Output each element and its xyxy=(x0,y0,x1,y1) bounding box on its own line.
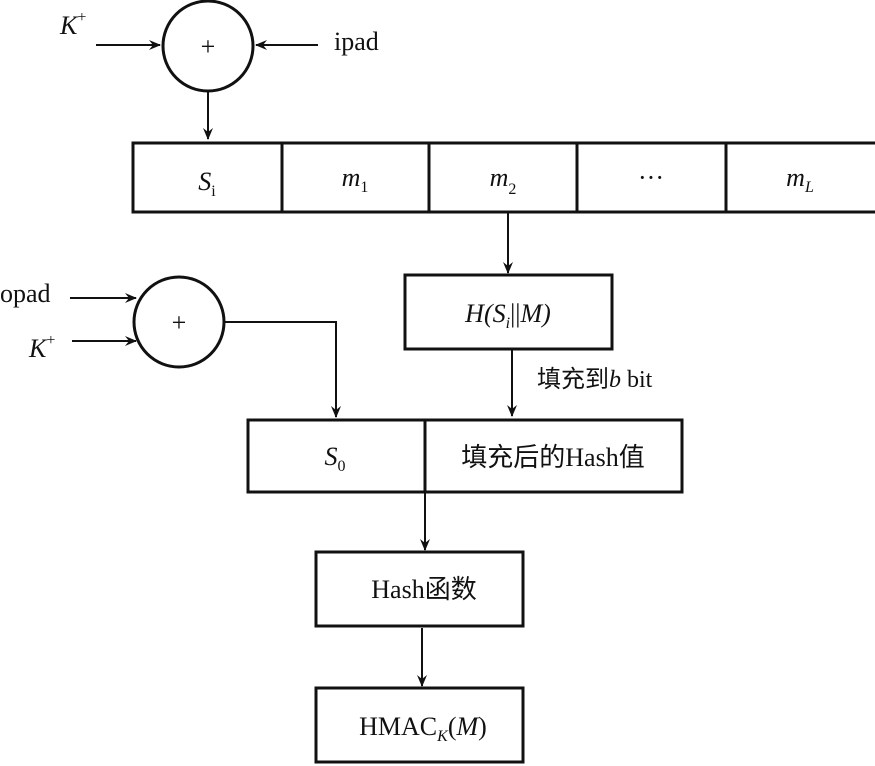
message-row: Si m1 m2 ··· mL xyxy=(131,141,875,214)
padding-label: 填充到b bit xyxy=(537,366,653,393)
inner-xor-symbol: + xyxy=(201,32,216,61)
output-frame xyxy=(314,686,525,764)
inner-hash-frame xyxy=(403,273,614,351)
inner-xor-node: + xyxy=(161,0,255,93)
outer-xor-output-arrow xyxy=(225,321,341,418)
outer-xor-circle xyxy=(132,275,226,369)
hash-function-label: Hash函数 xyxy=(371,575,476,604)
output-box: HMACK(M) xyxy=(314,686,525,764)
cell-m2: m2 xyxy=(490,163,517,198)
cell-si: Si xyxy=(198,167,216,200)
outer-key-label: K+ xyxy=(28,332,55,363)
opad-label: opad xyxy=(0,279,51,308)
inner-hash-box: H(Si||M) xyxy=(403,273,614,351)
outer-row-frame xyxy=(246,418,684,494)
inner-hash-label: H(Si||M) xyxy=(464,299,551,332)
outer-row: S0 填充后的Hash值 xyxy=(246,418,684,494)
cell-s0: S0 xyxy=(325,442,346,475)
message-row-frame xyxy=(131,141,875,214)
hash-function-box: Hash函数 xyxy=(314,550,525,628)
cell-ml: mL xyxy=(786,163,814,196)
outer-xor-node: + xyxy=(132,275,226,369)
cell-m1: m1 xyxy=(342,163,369,196)
inner-xor-circle xyxy=(161,0,255,93)
cell-padded-hash: 填充后的Hash值 xyxy=(461,443,644,472)
cell-ellipsis: ··· xyxy=(638,163,664,192)
outer-xor-symbol: + xyxy=(172,308,187,337)
ipad-label: ipad xyxy=(334,27,379,56)
inner-key-label: K+ xyxy=(59,9,86,40)
output-label: HMACK(M) xyxy=(359,712,487,745)
hash-function-frame xyxy=(314,550,525,628)
